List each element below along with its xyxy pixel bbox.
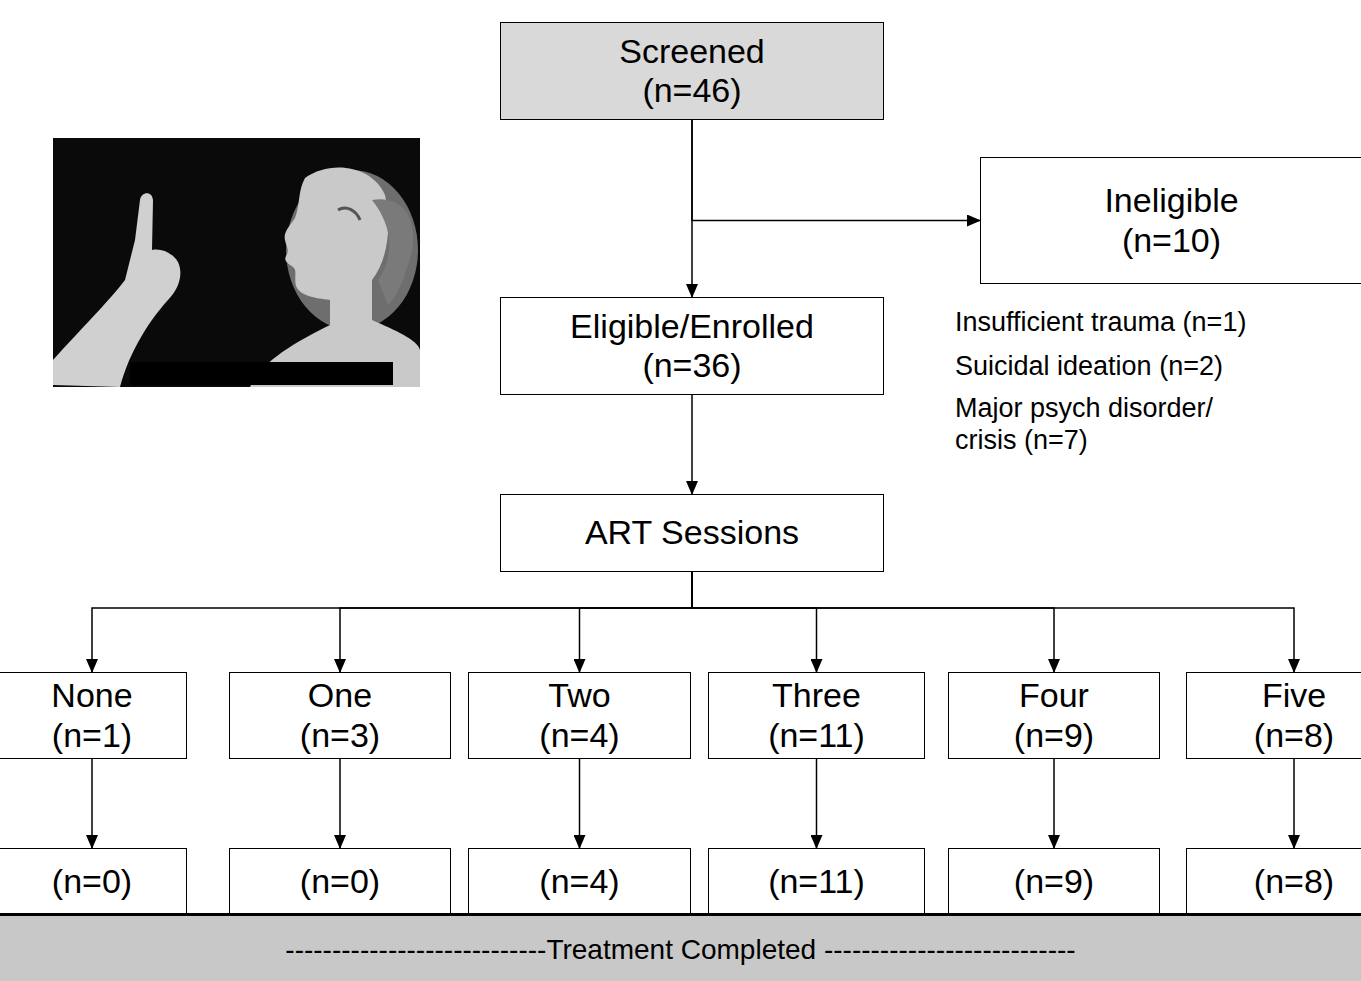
process-box: (n=4) — [468, 848, 691, 915]
box-count: (n=10) — [1122, 221, 1221, 260]
box-title: ART Sessions — [585, 513, 799, 552]
flow-arrow — [692, 120, 980, 221]
flow-arrow — [1053, 759, 1055, 848]
process-box: Ineligible(n=10) — [980, 157, 1361, 284]
box-count: (n=1) — [52, 716, 132, 755]
box-title: One — [308, 676, 372, 715]
photo-frame — [53, 138, 420, 387]
box-title: None — [51, 676, 132, 715]
process-box: None(n=1) — [0, 672, 187, 759]
box-title: Eligible/Enrolled — [570, 307, 814, 346]
process-box: (n=8) — [1186, 848, 1361, 915]
process-box: Screened(n=46) — [500, 22, 884, 120]
photo-ear — [338, 208, 360, 220]
box-title: (n=9) — [1014, 862, 1094, 901]
flow-arrow — [91, 759, 93, 848]
photo-mask-bar — [130, 362, 393, 385]
box-count: (n=46) — [642, 71, 741, 110]
flow-arrow — [579, 759, 581, 848]
process-box: Eligible/Enrolled(n=36) — [500, 297, 884, 395]
box-count: (n=8) — [1254, 716, 1334, 755]
flow-arrow — [580, 572, 693, 672]
photo-hand — [53, 193, 180, 387]
box-title: Three — [772, 676, 861, 715]
box-title: (n=0) — [52, 862, 132, 901]
box-count: (n=11) — [768, 716, 865, 755]
box-title: Five — [1262, 676, 1326, 715]
box-title: (n=8) — [1254, 862, 1334, 901]
box-title: ----------------------------Treatment Co… — [285, 934, 1075, 966]
flow-arrow — [92, 572, 692, 672]
process-box: (n=9) — [948, 848, 1160, 915]
process-box: (n=0) — [0, 848, 187, 915]
process-box: Four(n=9) — [948, 672, 1160, 759]
box-title: Screened — [619, 32, 765, 71]
flow-arrow — [340, 572, 692, 672]
exclusion-note: Major psych disorder/ crisis (n=7) — [955, 392, 1255, 457]
process-box: Three(n=11) — [708, 672, 925, 759]
flow-arrow — [339, 759, 341, 848]
flow-arrow — [816, 759, 818, 848]
box-title: Two — [548, 676, 610, 715]
photo-ponytail — [372, 199, 413, 305]
process-box: (n=0) — [229, 848, 451, 915]
summary-band: ----------------------------Treatment Co… — [0, 913, 1361, 981]
flow-arrow — [692, 572, 817, 672]
flow-arrow — [691, 395, 693, 494]
process-box: Five(n=8) — [1186, 672, 1361, 759]
box-title: Four — [1019, 676, 1089, 715]
exclusion-note: Insufficient trauma (n=1) — [955, 306, 1355, 338]
process-box: (n=11) — [708, 848, 925, 915]
box-count: (n=3) — [300, 716, 380, 755]
process-box: Two(n=4) — [468, 672, 691, 759]
flow-arrow — [692, 572, 1294, 672]
flow-arrow — [1293, 759, 1295, 848]
box-title: (n=4) — [539, 862, 619, 901]
box-title: Ineligible — [1104, 181, 1238, 220]
process-box: ART Sessions — [500, 494, 884, 572]
flow-arrow — [692, 572, 1054, 672]
box-title: (n=11) — [768, 862, 865, 901]
process-box: One(n=3) — [229, 672, 451, 759]
box-title: (n=0) — [300, 862, 380, 901]
box-count: (n=4) — [539, 716, 619, 755]
box-count: (n=36) — [642, 346, 741, 385]
box-count: (n=9) — [1014, 716, 1094, 755]
exclusion-note: Suicidal ideation (n=2) — [955, 350, 1355, 382]
photo-face — [250, 168, 420, 387]
